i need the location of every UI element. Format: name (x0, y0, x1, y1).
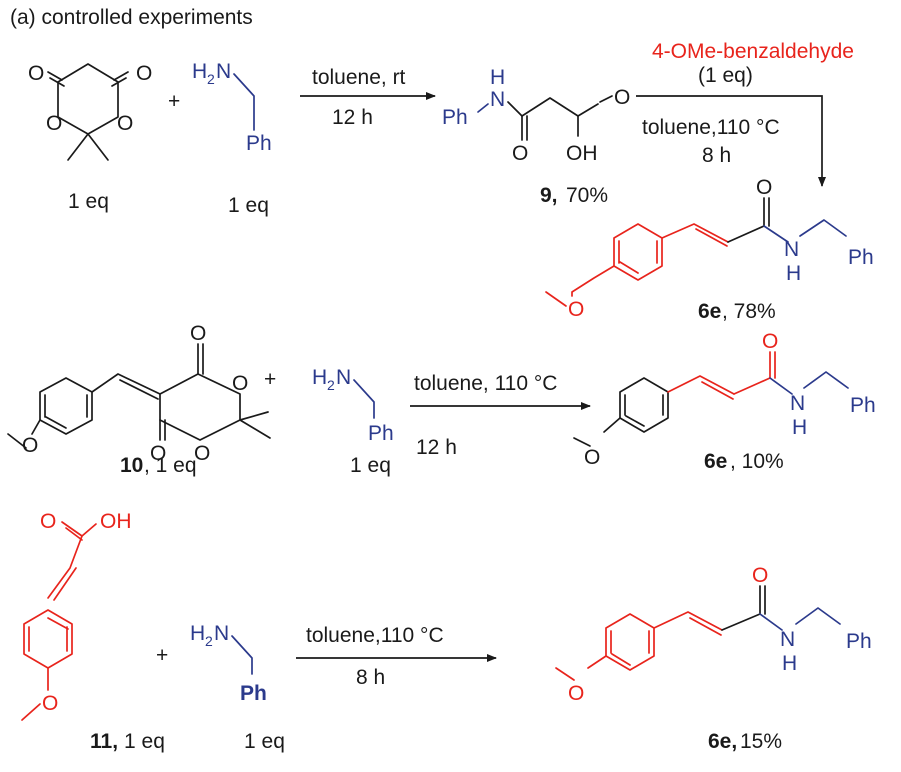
atom-o-methoxy-10: O (22, 434, 38, 457)
atom-n-6e1: N (784, 238, 799, 261)
benzylamine-structure-1: H 2 N Ph (192, 60, 272, 155)
atom-oh-9: OH (566, 142, 598, 165)
subscript-2-3: 2 (205, 633, 213, 649)
subscript-2-1: 2 (207, 71, 215, 87)
atom-o-6e2: O (762, 330, 778, 353)
plus-sign-3: + (156, 644, 168, 667)
row1-product-yield: 70% (566, 184, 608, 207)
atom-h-9: H (490, 66, 505, 89)
row1-final-number: 6e (698, 300, 721, 323)
compound-10-structure: O O O O O (7, 322, 271, 465)
compound-11-structure: O OH O (21, 510, 132, 721)
phenyl-label-2: Ph (368, 422, 394, 445)
row2-reactant2-eq: 1 eq (350, 454, 391, 477)
row1-reactant1-eq: 1 eq (68, 190, 109, 213)
row2-condition-bottom: 12 h (416, 436, 457, 459)
atom-o-methoxy-11: O (42, 692, 58, 715)
atom-o-4: O (117, 112, 133, 135)
phenyl-label-6e1: Ph (848, 246, 874, 269)
atom-o-2: O (136, 62, 152, 85)
atom-h-6e3: H (782, 652, 797, 675)
phenyl-label-6e3: Ph (846, 630, 872, 653)
row3-condition-top: toluene,110 °C (306, 624, 444, 647)
phenyl-label-6e2: Ph (850, 394, 876, 417)
row1-final-yield: , 78% (722, 300, 776, 323)
reaction-arrow-2 (636, 95, 826, 187)
row1-reagent: 4-OMe-benzaldehyde (652, 40, 854, 63)
atom-o-10d: O (194, 442, 210, 465)
row1-reactant2-eq: 1 eq (228, 194, 269, 217)
atom-oh-11: OH (100, 510, 132, 533)
atom-o-10b: O (232, 372, 248, 395)
atom-o-methoxy-6e3: O (568, 682, 584, 705)
row3-reactant1-eq: 1 eq (124, 730, 165, 753)
phenyl-label-9: Ph (442, 106, 468, 129)
row1-reagent-eq: (1 eq) (698, 64, 753, 87)
atom-o-methoxy-6e1: O (568, 298, 584, 321)
atom-n-9: N (490, 88, 505, 111)
atom-h-3: H (190, 622, 205, 645)
atom-o-methoxy-6e2: O (584, 446, 600, 469)
atom-n-3: N (214, 622, 229, 645)
row3-condition-bottom: 8 h (356, 666, 385, 689)
phenyl-label-1: Ph (246, 132, 272, 155)
row1-condition-bottom: 12 h (332, 106, 373, 129)
atom-o-11a: O (40, 510, 56, 533)
atom-h-6e2: H (792, 416, 807, 439)
atom-o-6e3: O (752, 564, 768, 587)
atom-n-6e2: N (790, 392, 805, 415)
row3-reactant2-eq: 1 eq (244, 730, 285, 753)
atom-o-3: O (46, 112, 62, 135)
row2-reactant1-eq: , 1 eq (144, 454, 197, 477)
row1-condition2-bottom: 8 h (702, 144, 731, 167)
product-6e-structure-3: O O N H Ph (555, 564, 872, 705)
atom-o-6e1: O (756, 176, 772, 199)
atom-n-1: N (216, 60, 231, 83)
atom-n-6e3: N (780, 628, 795, 651)
atom-o-9a: O (512, 142, 528, 165)
benzylamine-structure-3: H 2 N Ph (190, 622, 267, 705)
row1-condition2-top: toluene,110 °C (642, 116, 780, 139)
plus-sign-2: + (264, 368, 276, 391)
atom-h-2: H (312, 366, 327, 389)
row3-product-number: 6e, (708, 730, 737, 753)
atom-n-2: N (336, 366, 351, 389)
atom-h-1: H (192, 60, 207, 83)
row3-reactant1-number: 11, (90, 730, 118, 753)
atom-o-10a: O (190, 322, 206, 345)
row2-condition-top: toluene, 110 °C (414, 372, 557, 395)
subscript-2-2: 2 (327, 377, 335, 393)
row2-reactant1-number: 10 (120, 454, 143, 477)
scheme-title: (a) controlled experiments (10, 6, 253, 29)
row2-product-yield: , 10% (730, 450, 784, 473)
row1-condition-top: toluene, rt (312, 66, 406, 89)
benzylamine-structure-2: H 2 N Ph (312, 366, 394, 445)
row3-product-yield: 15% (740, 730, 782, 753)
meldrums-acid-structure: O O O O (28, 62, 152, 161)
atom-o-10c: O (150, 442, 166, 465)
product-6e-structure-1: O N H Ph O (545, 176, 874, 321)
row2-product-number: 6e (704, 450, 727, 473)
atom-o-9b: O (614, 86, 630, 109)
phenyl-label-3: Ph (240, 682, 267, 705)
row1-product-number: 9, (540, 184, 558, 207)
atom-h-6e1: H (786, 262, 801, 285)
atom-o-1: O (28, 62, 44, 85)
product-6e-structure-2: O O N H Ph (573, 330, 876, 469)
plus-sign-1: + (168, 90, 180, 113)
compound-9-structure: Ph H N O OH O (442, 66, 630, 165)
